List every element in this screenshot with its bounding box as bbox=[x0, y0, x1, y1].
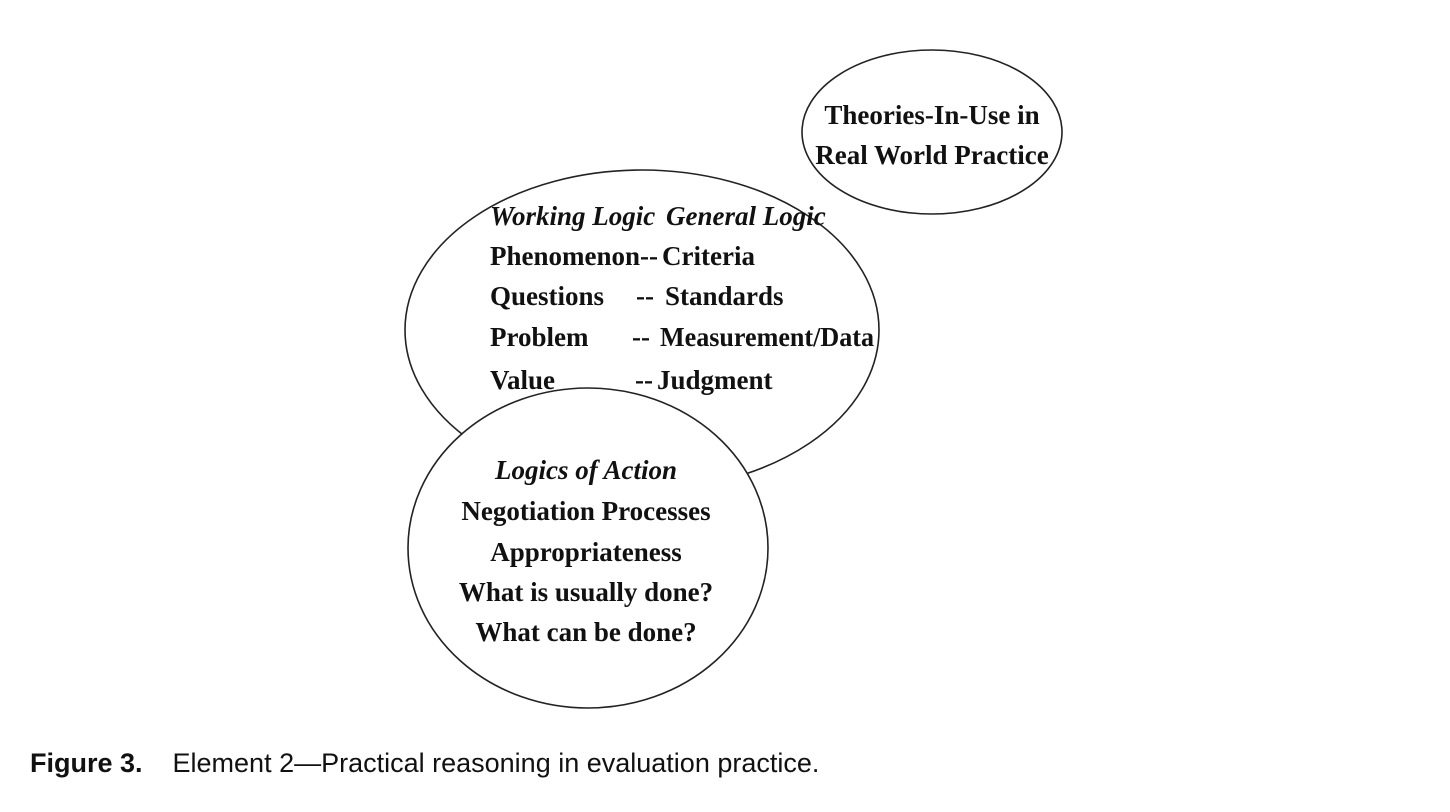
general-logic-header: General Logic bbox=[666, 201, 826, 231]
logic-row-2-left: Questions bbox=[490, 281, 604, 311]
logics-of-action-title: Logics of Action bbox=[494, 455, 677, 485]
working-logic-header: Working Logic bbox=[490, 201, 655, 231]
logic-row-4-sep: -- bbox=[635, 365, 653, 395]
action-line-3: What is usually done? bbox=[459, 577, 713, 607]
logic-row-3-left: Problem bbox=[490, 322, 589, 352]
theories-ellipse bbox=[801, 49, 1063, 215]
logic-row-1-right: Criteria bbox=[662, 241, 755, 271]
logic-row-1-sep: -- bbox=[640, 241, 658, 271]
action-line-2: Appropriateness bbox=[490, 537, 682, 567]
logic-row-2-right: Standards bbox=[665, 281, 784, 311]
logic-row-3-right: Measurement/Data bbox=[660, 322, 874, 352]
figure-label: Figure 3. bbox=[30, 748, 143, 778]
theories-line-1: Theories-In-Use in bbox=[824, 100, 1039, 130]
logic-row-4-right: Judgment bbox=[657, 365, 773, 395]
action-line-1: Negotiation Processes bbox=[461, 496, 710, 526]
theories-line-2: Real World Practice bbox=[815, 140, 1048, 170]
logic-row-1-left: Phenomenon bbox=[490, 241, 640, 271]
action-ellipse bbox=[407, 387, 769, 709]
figure-caption-text: Element 2—Practical reasoning in evaluat… bbox=[172, 748, 820, 778]
action-ellipse-mask bbox=[408, 388, 768, 708]
logic-row-3-sep: -- bbox=[632, 322, 650, 352]
logic-row-2-sep: -- bbox=[636, 281, 654, 311]
figure-caption: Figure 3. Element 2—Practical reasoning i… bbox=[30, 748, 819, 779]
action-line-4: What can be done? bbox=[475, 617, 696, 647]
logic-row-4-left: Value bbox=[490, 365, 555, 395]
